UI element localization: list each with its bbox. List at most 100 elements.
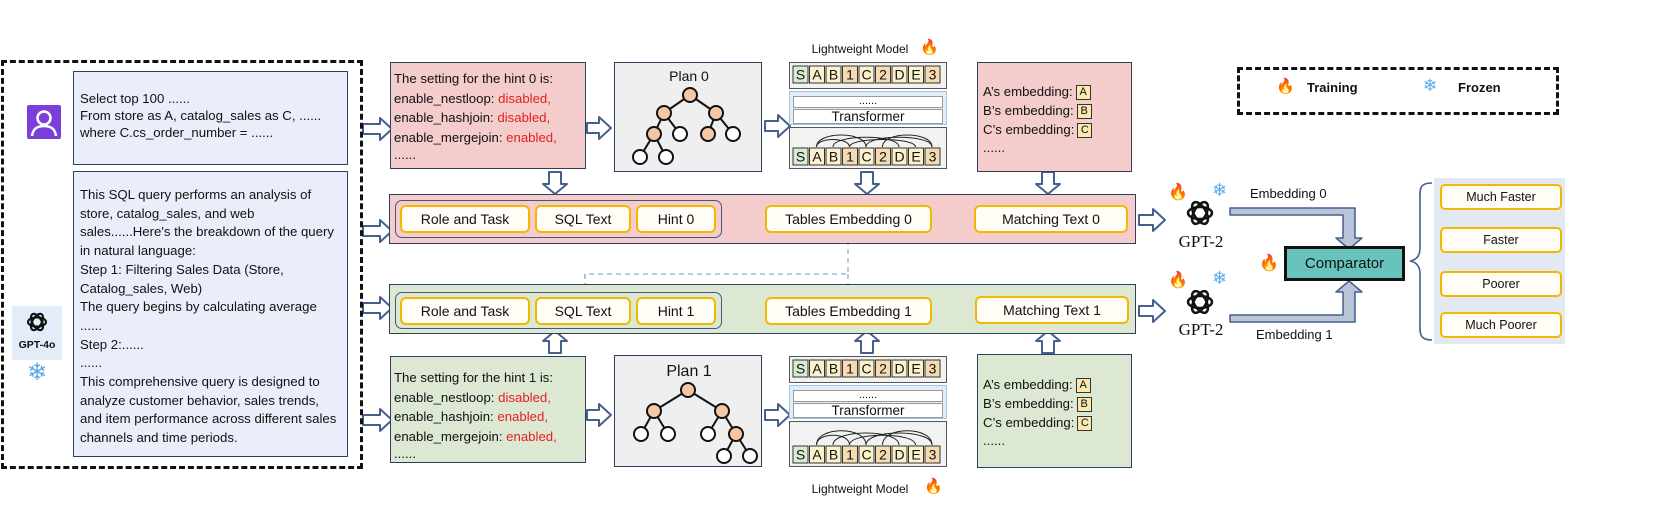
attention-arc [865,432,933,446]
plan1-box: Plan 1 [614,355,762,467]
token-top0-cell: D [891,65,908,84]
token-top0-cell: B [825,65,842,84]
gpt4o-label: GPT-4o [18,339,56,351]
svg-text:C: C [861,67,871,83]
hint1-key-2: enable_mergejoin: [394,428,507,444]
svg-text:A: A [812,67,822,83]
svg-text:A: A [812,447,822,463]
user-icon [27,105,61,139]
dashed-connector-a [584,240,849,290]
arrow-plan0-to-model [764,114,791,138]
plan1-tree-overlay [633,382,758,464]
token-bottom0-cell: S [792,359,809,378]
hint0-value-0: disabled, [498,90,551,106]
svg-text:A: A [812,361,822,377]
plan1-title: Plan 1 [666,363,712,380]
snowflake-icon: ❄ [1212,268,1228,288]
token-top1-cell: E [908,147,924,166]
attention-arc [816,134,867,148]
attention-arc [832,136,900,148]
arrow-model1-up [854,330,880,354]
plan0-tree-overlay [632,87,741,165]
svg-text:1: 1 [846,67,854,83]
arrow-explain-to-hint1 [362,408,393,432]
emb0-row0: A’s embedding: [983,84,1073,99]
arrow-hint1-to-plan1 [586,403,612,427]
emb0-letter1: B [1076,104,1092,120]
token-top1-cell: A [809,147,825,166]
svg-text:B: B [829,447,838,463]
snowflake-icon: ❄ [27,359,48,386]
embedding1-label: Embedding 1 [1256,327,1333,342]
arrow-query-to-hint0 [362,117,393,141]
svg-text:B: B [829,149,838,165]
token-top0-cell: 1 [842,65,858,84]
token-top0-cell: E [908,65,924,84]
token-top1-cell: 3 [924,147,941,166]
hint1-ellipsis: ...... [394,446,416,461]
openai-icon [1186,289,1214,315]
arrow-emb0-down [1035,171,1061,195]
hint0-value-2: enabled, [506,129,557,145]
token-bottom0-cell: E [908,359,924,378]
hint0-box: The setting for the hint 0 is: enable_ne… [390,62,586,169]
svg-text:S: S [796,149,805,165]
emb0-ellipsis: ...... [983,140,1005,155]
matching-text-1: Matching Text 1 [975,296,1129,324]
token-bottom0-cell: 3 [924,359,941,378]
hint1-value-2: enabled, [506,428,557,444]
svg-text:C: C [861,361,871,377]
arrow-hint1-up [542,330,568,354]
token-top0-cell: S [792,65,809,84]
svg-text:1: 1 [846,447,854,463]
arrow-plan1-to-model [764,403,791,427]
flame-icon: 🔥 [920,39,939,56]
arrow-row0-to-gpt2 [1138,208,1166,232]
svg-text:3: 3 [929,361,937,377]
svg-text:3: 3 [929,67,937,83]
flame-icon: 🔥 [924,478,943,495]
token-top1-cell: B [825,147,842,166]
hint-1: Hint 1 [636,297,716,325]
svg-text:E: E [911,149,920,165]
token-top0-cell: 2 [875,65,891,84]
arrow-embedding1 [1229,280,1363,323]
token-bottom1-cell: C [858,445,875,464]
svg-text:B: B [829,67,838,83]
role-and-task-1: Role and Task [400,297,530,325]
lightweight-model-bottom-label: Lightweight Model [811,482,909,496]
attention-arc [865,136,933,148]
tables-embedding-0: Tables Embedding 0 [765,205,932,233]
transformer-dots-top: ...... [793,96,943,108]
token-top1-cell: 1 [842,147,858,166]
attention-arc [816,434,850,446]
gpt2-bottom-label: GPT-2 [1178,320,1224,339]
arrow-emb1-up [1035,330,1061,354]
embeddings0-box: A’s embedding:A B’s embedding:B C’s embe… [977,62,1132,172]
token-top1-cell: D [891,147,908,166]
token-bottom0-cell: 1 [842,359,858,378]
role-and-task-0: Role and Task [400,205,530,233]
legend-training: Training [1307,80,1358,95]
hint0-key-0: enable_nestloop: [394,90,499,106]
emb0-row1: B’s embedding: [983,103,1074,118]
hint0-ellipsis: ...... [394,147,416,162]
token-bottom0-cell: B [825,359,842,378]
output-much-poorer: Much Poorer [1440,312,1562,338]
flame-icon: 🔥 [1276,78,1295,95]
flame-icon: 🔥 [1259,255,1279,272]
svg-text:E: E [911,67,920,83]
svg-text:D: D [894,447,904,463]
transformer-label-bottom: Transformer [793,403,943,418]
token-top1-cell: 2 [875,147,891,166]
svg-text:2: 2 [879,149,887,165]
token-bottom0-cell: C [858,359,875,378]
sql-query-text: Select top 100 ...... From store as A, c… [80,91,322,140]
hint1-box: The setting for the hint 1 is: enable_ne… [390,356,586,463]
emb1-ellipsis: ...... [983,433,1005,448]
plan0-title: Plan 0 [669,68,709,84]
sql-text-1: SQL Text [535,297,631,325]
output-much-faster: Much Faster [1440,184,1562,210]
emb1-letter2: C [1077,416,1093,432]
transformer-dots-bottom: ...... [793,390,943,402]
